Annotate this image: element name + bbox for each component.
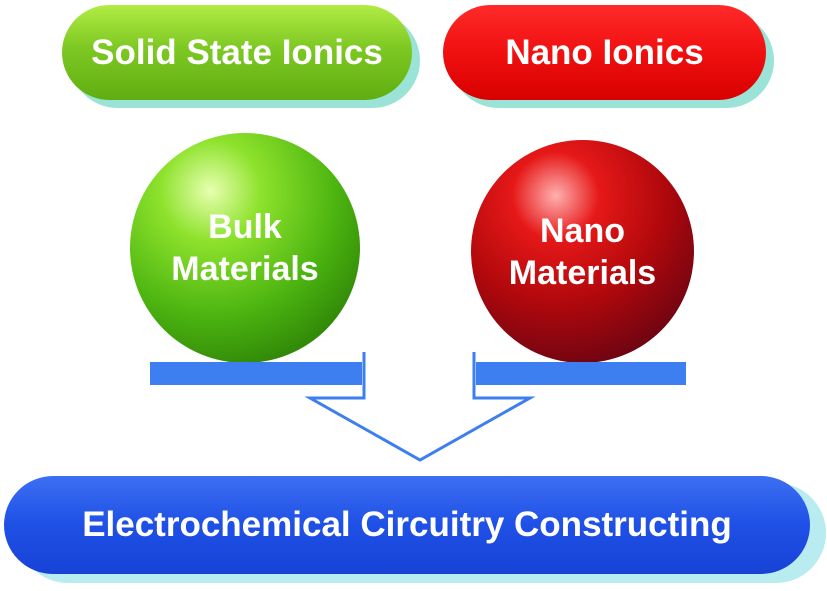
nano-ionics-label: Nano Ionics — [505, 32, 704, 72]
solid-state-ionics-pill: Solid State Ionics — [62, 5, 412, 100]
nano-sphere-line2: Materials — [508, 253, 657, 292]
solid-state-ionics-label: Solid State Ionics — [91, 32, 383, 72]
electrochemical-circuitry-label: Electrochemical Circuitry Constructing — [82, 505, 732, 544]
electrochemical-circuitry-pill: Electrochemical Circuitry Constructing — [4, 476, 810, 574]
bulk-sphere-line2: Materials — [171, 250, 319, 288]
nano-sphere-line1: Nano — [540, 211, 625, 250]
nano-ionics-pill: Nano Ionics — [443, 5, 766, 100]
nano-materials-sphere: Nano Materials — [471, 140, 694, 363]
left-base-bar — [150, 362, 362, 385]
bulk-materials-sphere: Bulk Materials — [130, 133, 360, 363]
bulk-sphere-line1: Bulk — [208, 208, 282, 246]
merge-arrow-outline — [304, 352, 536, 462]
right-base-bar — [476, 362, 686, 385]
